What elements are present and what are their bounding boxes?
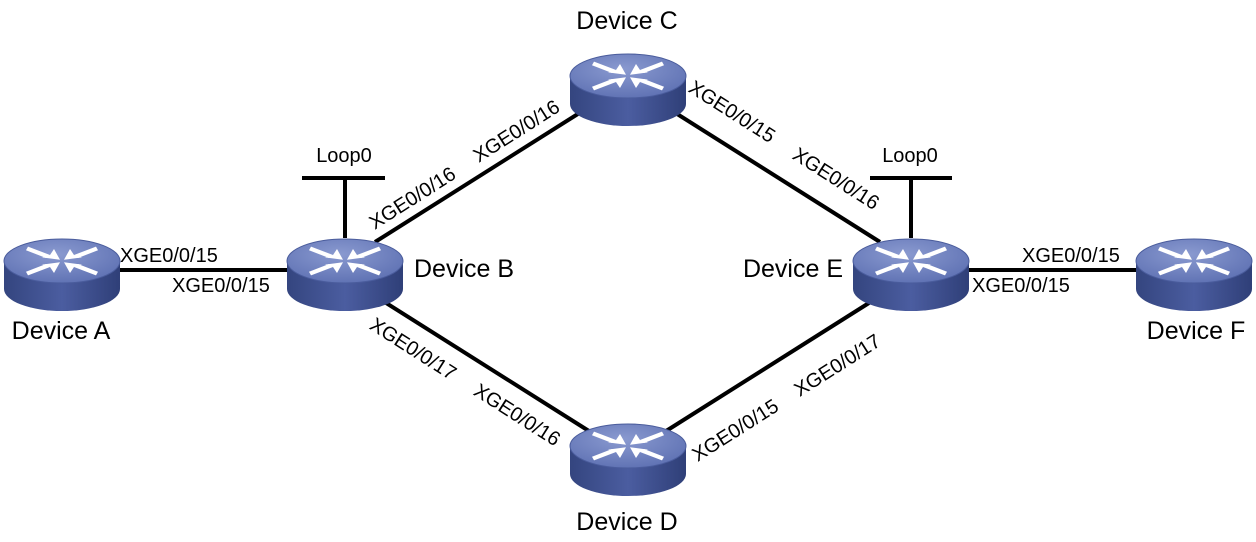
port-label-e-f-at-f: XGE0/0/15: [1022, 245, 1120, 267]
device-label-b: Device B: [414, 255, 514, 283]
loopback-label-b: Loop0: [316, 145, 372, 167]
router-icon-device-f[interactable]: [1135, 238, 1253, 312]
device-label-e: Device E: [743, 255, 843, 283]
port-label-e-f-at-e: XGE0/0/15: [972, 275, 1070, 297]
router-icon-device-b[interactable]: [286, 238, 404, 312]
port-label-a-b-at-b: XGE0/0/15: [172, 275, 270, 297]
port-label-d-e-at-e: XGE0/0/17: [791, 330, 885, 401]
link-b-d: [373, 294, 602, 440]
device-label-f: Device F: [1147, 317, 1246, 345]
port-label-c-e-at-e: XGE0/0/16: [789, 144, 883, 215]
port-label-c-e-at-c: XGE0/0/15: [685, 77, 779, 148]
link-c-e: [653, 98, 882, 244]
loopback-b: [302, 176, 385, 238]
router-icon-device-d[interactable]: [569, 423, 687, 497]
loopback-e: [870, 176, 952, 238]
port-label-b-d-at-d: XGE0/0/16: [470, 380, 564, 451]
port-label-a-b-at-a: XGE0/0/15: [120, 245, 218, 267]
device-label-a: Device A: [12, 317, 111, 345]
loopback-label-e: Loop0: [882, 145, 938, 167]
device-label-d: Device D: [576, 508, 677, 536]
router-icon-device-e[interactable]: [852, 238, 970, 312]
router-icon-device-c[interactable]: [569, 53, 687, 127]
link-d-e: [653, 294, 882, 440]
router-icon-device-a[interactable]: [3, 238, 121, 312]
port-label-b-d-at-b: XGE0/0/17: [366, 314, 460, 385]
device-label-c: Device C: [576, 7, 677, 35]
link-b-c: [373, 98, 602, 244]
